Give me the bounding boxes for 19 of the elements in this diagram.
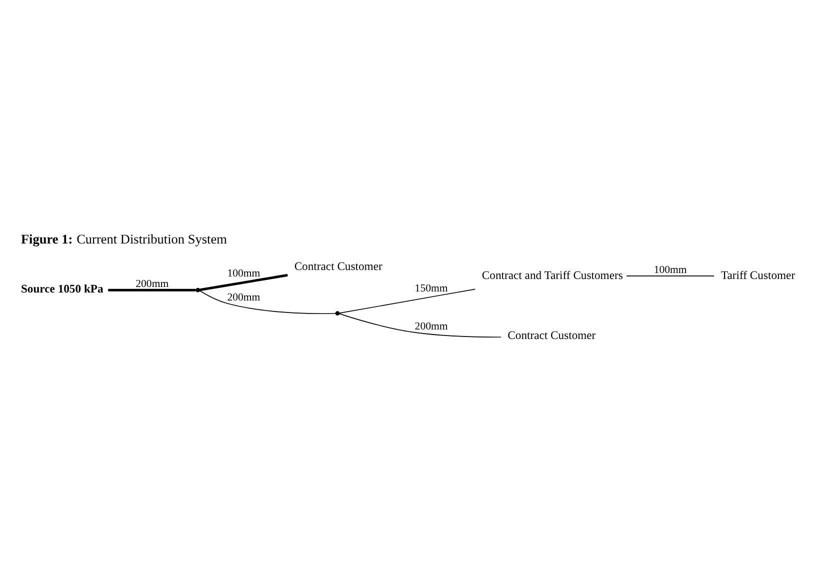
connector bbox=[199, 290, 336, 314]
node-text: Contract Customer bbox=[508, 328, 596, 342]
edge-label: 200mm bbox=[227, 291, 260, 304]
node-text: Tariff Customer bbox=[720, 269, 796, 282]
connector bbox=[200, 274, 288, 292]
node-text: Contract Customer bbox=[294, 260, 382, 273]
connector bbox=[108, 288, 196, 292]
connector bbox=[338, 313, 502, 338]
edge-label: 100mm bbox=[654, 264, 687, 276]
connector bbox=[339, 288, 476, 314]
edge-label: 200mm bbox=[136, 278, 169, 290]
edge-label: 200mm bbox=[414, 320, 448, 332]
node-text: Source 1050 kPa bbox=[20, 282, 104, 296]
node-text: Contract and Tariff Customers bbox=[482, 269, 623, 282]
node-point bbox=[196, 288, 200, 292]
node-point bbox=[335, 311, 340, 316]
edge-label: 150mm bbox=[414, 282, 448, 294]
diagram-title: Figure 1: Current Distribution System bbox=[20, 231, 227, 246]
edge-label: 100mm bbox=[227, 267, 260, 280]
